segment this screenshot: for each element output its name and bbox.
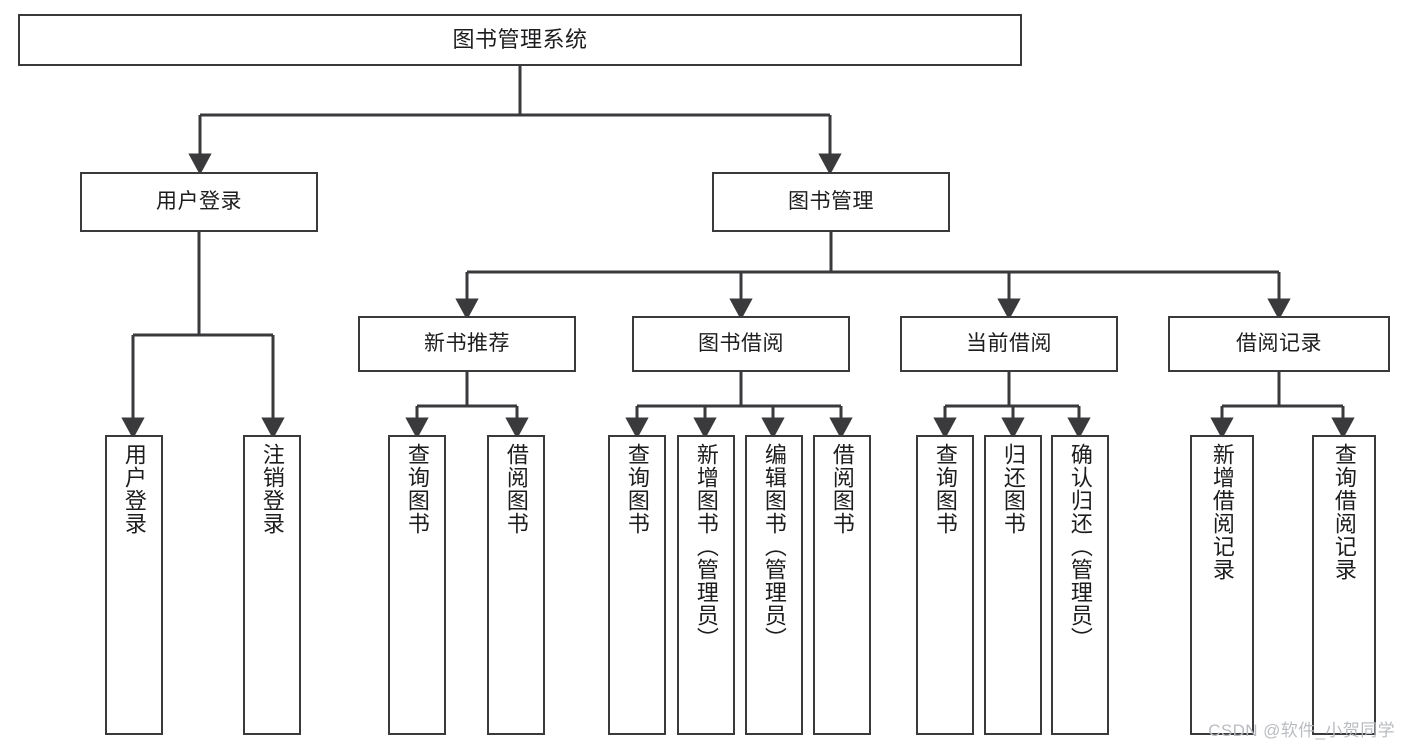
node-current-borrow[interactable]: 当前借阅 (900, 316, 1118, 372)
node-book-manage[interactable]: 图书管理 (712, 172, 950, 232)
node-borrow-record[interactable]: 借阅记录 (1168, 316, 1390, 372)
node-leaf-return-book[interactable]: 归还图书 (984, 435, 1042, 735)
node-leaf-query-borrow-record[interactable]: 查询借阅记录 (1312, 435, 1376, 735)
node-leaf-add-borrow-record[interactable]: 新增借阅记录 (1190, 435, 1254, 735)
node-book-manage-label: 图书管理 (788, 190, 874, 214)
node-leaf-query-book-1[interactable]: 查询图书 (388, 435, 446, 735)
node-book-borrow-label: 图书借阅 (698, 332, 784, 356)
node-new-book-recommend[interactable]: 新书推荐 (358, 316, 576, 372)
node-leaf-query-book-3[interactable]: 查询图书 (916, 435, 974, 735)
node-leaf-user-login[interactable]: 用户登录 (105, 435, 163, 735)
node-leaf-add-book-admin[interactable]: 新增图书（管理员） (677, 435, 735, 735)
node-current-borrow-label: 当前借阅 (966, 332, 1052, 356)
node-leaf-logout-login[interactable]: 注销登录 (243, 435, 301, 735)
node-leaf-add-book-admin-label: 新增图书（管理员） (693, 443, 719, 650)
node-leaf-add-borrow-record-label: 新增借阅记录 (1209, 443, 1235, 581)
node-leaf-logout-login-label: 注销登录 (259, 443, 285, 535)
node-leaf-confirm-return-admin-label: 确认归还（管理员） (1067, 443, 1093, 650)
node-leaf-borrow-book-2-label: 借阅图书 (829, 443, 855, 535)
node-leaf-confirm-return-admin[interactable]: 确认归还（管理员） (1051, 435, 1109, 735)
node-leaf-query-book-3-label: 查询图书 (932, 443, 958, 535)
node-leaf-borrow-book-1[interactable]: 借阅图书 (487, 435, 545, 735)
node-leaf-query-book-2-label: 查询图书 (624, 443, 650, 535)
node-leaf-user-login-label: 用户登录 (121, 443, 147, 535)
node-root-label: 图书管理系统 (452, 26, 588, 52)
node-leaf-edit-book-admin-label: 编辑图书（管理员） (761, 443, 787, 650)
csdn-watermark: CSDN @软件_小贺同学 (1208, 721, 1395, 740)
node-new-book-recommend-label: 新书推荐 (424, 332, 510, 356)
node-borrow-record-label: 借阅记录 (1236, 332, 1322, 356)
node-leaf-borrow-book-2[interactable]: 借阅图书 (813, 435, 871, 735)
node-root[interactable]: 图书管理系统 (18, 14, 1022, 66)
node-user-login-label: 用户登录 (156, 190, 242, 214)
node-leaf-query-borrow-record-label: 查询借阅记录 (1331, 443, 1357, 581)
node-leaf-borrow-book-1-label: 借阅图书 (503, 443, 529, 535)
node-user-login[interactable]: 用户登录 (80, 172, 318, 232)
node-leaf-query-book-1-label: 查询图书 (404, 443, 430, 535)
node-leaf-edit-book-admin[interactable]: 编辑图书（管理员） (745, 435, 803, 735)
node-leaf-query-book-2[interactable]: 查询图书 (608, 435, 666, 735)
node-leaf-return-book-label: 归还图书 (1000, 443, 1026, 535)
node-book-borrow[interactable]: 图书借阅 (632, 316, 850, 372)
